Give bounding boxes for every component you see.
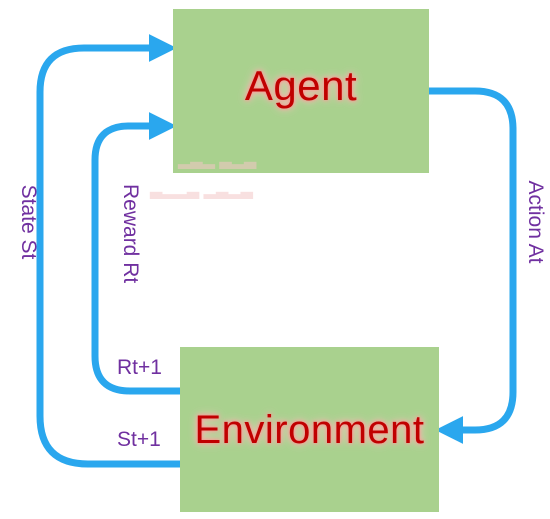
- reward-arrow: [91, 112, 180, 395]
- state-arrow: [36, 34, 180, 468]
- environment-label: Environment: [194, 408, 425, 452]
- environment-box: Environment: [180, 347, 439, 512]
- watermark-artifact: ▂▃▂ ▃▂▃: [178, 152, 257, 169]
- state-label: State St: [17, 184, 40, 260]
- watermark-artifact: ▃▂▂▃ ▂▃▂▃: [150, 182, 253, 199]
- agent-label: Agent: [244, 62, 358, 109]
- next-state-label: St+1: [117, 428, 161, 451]
- action-arrow: [429, 87, 517, 444]
- next-reward-label: Rt+1: [117, 356, 162, 379]
- action-label: Action At: [524, 180, 547, 264]
- agent-box: Agent: [173, 9, 429, 173]
- reward-label: Reward Rt: [119, 184, 142, 284]
